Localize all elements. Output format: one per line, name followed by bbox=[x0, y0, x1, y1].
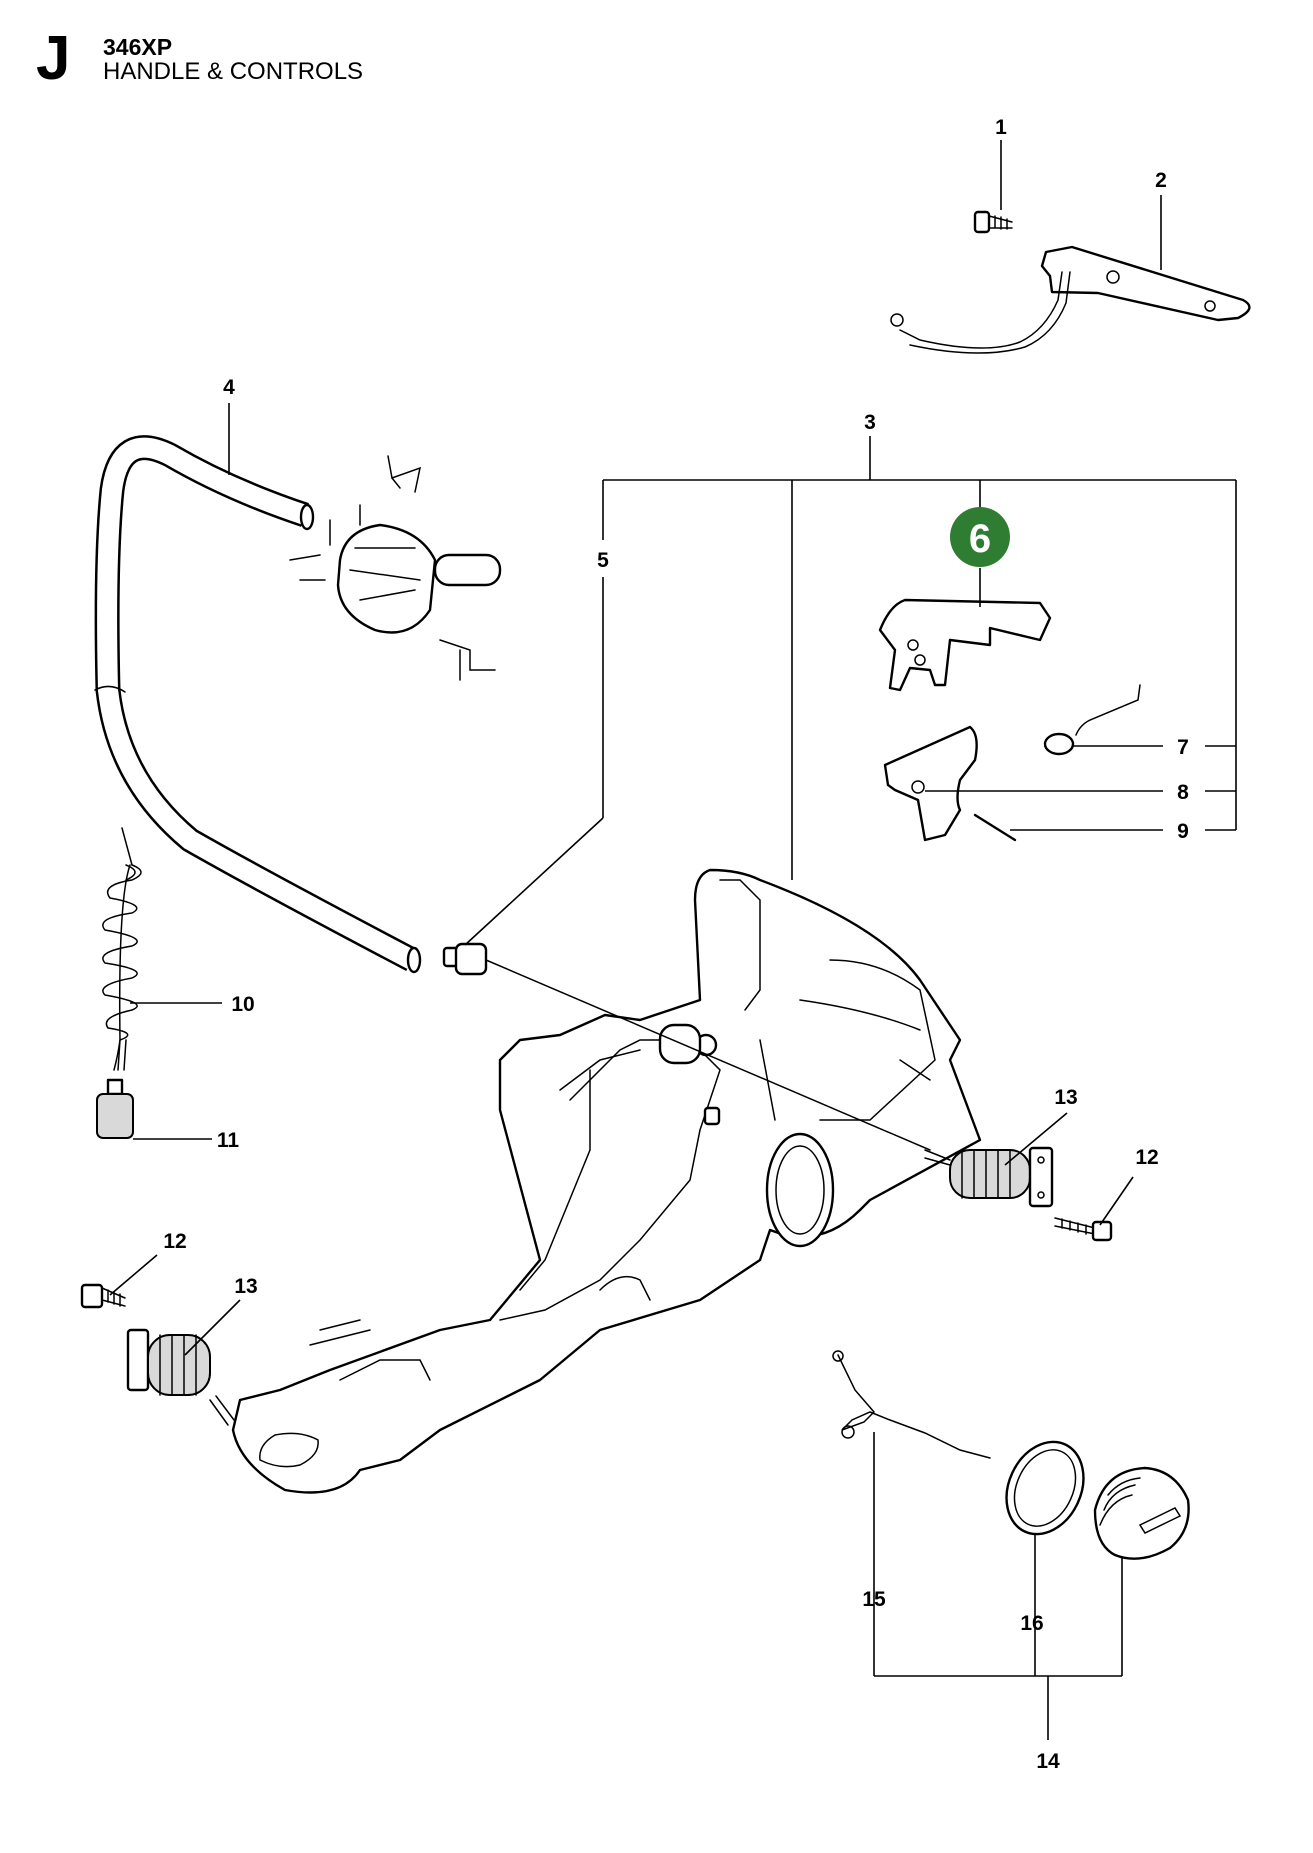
part-4-fuel-hose bbox=[94, 435, 422, 974]
callout-11: 11 bbox=[217, 1129, 240, 1152]
section-letter: J bbox=[36, 24, 71, 93]
callout-16: 16 bbox=[1020, 1612, 1043, 1635]
callout-1: 1 bbox=[995, 116, 1007, 139]
callout-2: 2 bbox=[1155, 169, 1167, 192]
part-9-pin bbox=[973, 813, 1017, 842]
callout-13-left: 13 bbox=[234, 1275, 257, 1298]
part-15-choke-wire bbox=[832, 1350, 991, 1459]
callout-12-right: 12 bbox=[1135, 1146, 1158, 1169]
callout-15: 15 bbox=[862, 1588, 886, 1611]
part-1-screw bbox=[973, 210, 1013, 234]
part-10-pickup-hose bbox=[102, 827, 142, 1071]
part-7-spring bbox=[1043, 684, 1141, 756]
part-5-bushing bbox=[442, 942, 488, 976]
model-number: 346XP bbox=[103, 34, 173, 60]
callout-12-left: 12 bbox=[163, 1230, 186, 1253]
leader-lines bbox=[109, 140, 1237, 1740]
callout-14: 14 bbox=[1036, 1750, 1060, 1773]
part-13-av-spring-right bbox=[924, 1146, 1054, 1208]
callout-8: 8 bbox=[1177, 781, 1189, 804]
callout-7: 7 bbox=[1177, 736, 1189, 759]
part-13-av-spring-left bbox=[126, 1328, 235, 1426]
callout-6: 6 bbox=[969, 517, 991, 561]
part-14-fuel-cap bbox=[1093, 1466, 1190, 1560]
callout-3: 3 bbox=[864, 411, 876, 434]
callout-9: 9 bbox=[1177, 820, 1189, 843]
callout-13-right: 13 bbox=[1054, 1086, 1077, 1109]
part-6-throttle-lockout bbox=[878, 598, 1052, 692]
rear-handle-body bbox=[231, 868, 982, 1494]
carburetor-reference bbox=[289, 455, 502, 681]
callout-6-highlight: 6 bbox=[950, 507, 1010, 567]
part-12-screw-left bbox=[80, 1283, 126, 1309]
callout-4: 4 bbox=[223, 376, 235, 399]
callout-10: 10 bbox=[231, 993, 254, 1016]
callout-5: 5 bbox=[597, 549, 609, 572]
section-title: HANDLE & CONTROLS bbox=[103, 58, 364, 85]
part-8-throttle-trigger bbox=[883, 725, 978, 842]
throttle-rod bbox=[485, 959, 931, 1151]
part-16-gasket-ring bbox=[1005, 1440, 1085, 1536]
part-11-fuel-filter bbox=[96, 1078, 134, 1139]
part-2-bracket bbox=[890, 245, 1251, 354]
